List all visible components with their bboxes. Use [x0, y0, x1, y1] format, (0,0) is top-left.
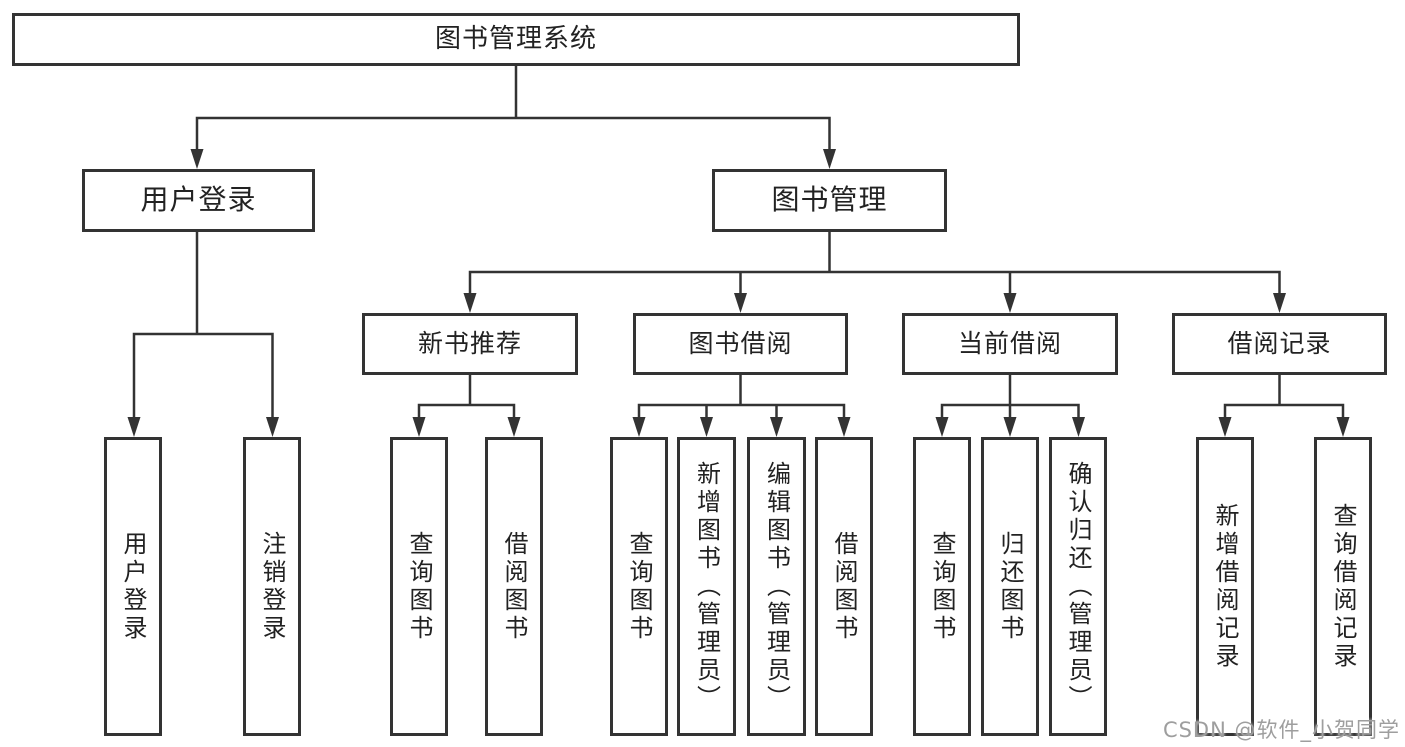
node-book-management: 图书管理 — [712, 169, 947, 232]
leaf-confirm-return-admin: 确认归还（管理员） — [1049, 437, 1107, 736]
leaf-query-books-current: 查询图书 — [913, 437, 971, 736]
leaf-query-books-borrowing: 查询图书 — [610, 437, 668, 736]
node-current-borrowing: 当前借阅 — [902, 313, 1118, 375]
node-book-borrowing: 图书借阅 — [633, 313, 848, 375]
leaf-user-login: 用户登录 — [104, 437, 162, 736]
leaf-return-books: 归还图书 — [981, 437, 1039, 736]
leaf-edit-book-admin: 编辑图书（管理员） — [747, 437, 806, 736]
leaf-query-books-recommend: 查询图书 — [390, 437, 448, 736]
leaf-borrow-books-recommend: 借阅图书 — [485, 437, 543, 736]
leaf-add-borrow-record: 新增借阅记录 — [1196, 437, 1254, 736]
node-borrowing-records: 借阅记录 — [1172, 313, 1387, 375]
node-user-login: 用户登录 — [82, 169, 315, 232]
node-library-system: 图书管理系统 — [12, 13, 1020, 66]
leaf-add-book-admin: 新增图书（管理员） — [677, 437, 736, 736]
leaf-query-borrow-record: 查询借阅记录 — [1314, 437, 1372, 736]
csdn-watermark: CSDN @软件_小贺同学 — [1162, 718, 1400, 742]
leaf-logout: 注销登录 — [243, 437, 301, 736]
leaf-borrow-books-borrowing: 借阅图书 — [815, 437, 873, 736]
node-new-book-recommendation: 新书推荐 — [362, 313, 578, 375]
